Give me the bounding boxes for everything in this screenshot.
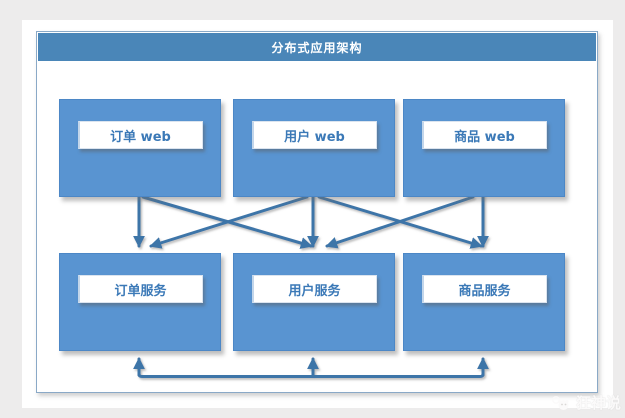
service-bus-line <box>137 372 485 378</box>
arrow-goods-web-to-user-service <box>325 195 475 249</box>
node-label-plate: 商品 web <box>421 121 547 149</box>
diagram-canvas: 订单 web 用户 web 商品 web 订单服务 <box>37 61 597 392</box>
panda-logo-icon <box>552 395 569 410</box>
node-label: 用户服务 <box>288 283 341 299</box>
content-card: 分布式应用架构 <box>22 20 613 408</box>
node-label-plate: 订单服务 <box>77 275 203 303</box>
diagram-title-bar: 分布式应用架构 <box>38 33 596 61</box>
node-label-plate: 商品服务 <box>421 275 547 303</box>
node-label: 订单 web <box>110 129 171 145</box>
node-user-service: 用户服务 <box>233 253 395 351</box>
diagram-title: 分布式应用架构 <box>271 40 363 55</box>
node-label-plate: 用户服务 <box>251 275 377 303</box>
node-goods-web: 商品 web <box>403 99 565 197</box>
watermark: 狂神说 <box>550 392 621 413</box>
architecture-diagram-panel: 分布式应用架构 <box>36 31 598 393</box>
arrow-user-web-to-order-service <box>149 195 309 249</box>
connection-arrows <box>133 193 489 378</box>
node-order-service: 订单服务 <box>59 253 221 351</box>
node-user-web: 用户 web <box>233 99 395 197</box>
node-order-web: 订单 web <box>59 99 221 197</box>
node-label: 商品 web <box>454 129 515 145</box>
watermark-text: 狂神说 <box>575 394 621 412</box>
node-label-plate: 订单 web <box>77 121 203 149</box>
node-goods-service: 商品服务 <box>403 253 565 351</box>
node-label: 商品服务 <box>458 283 511 299</box>
node-label-plate: 用户 web <box>251 121 377 149</box>
node-label: 用户 web <box>284 129 345 145</box>
node-label: 订单服务 <box>114 283 167 299</box>
